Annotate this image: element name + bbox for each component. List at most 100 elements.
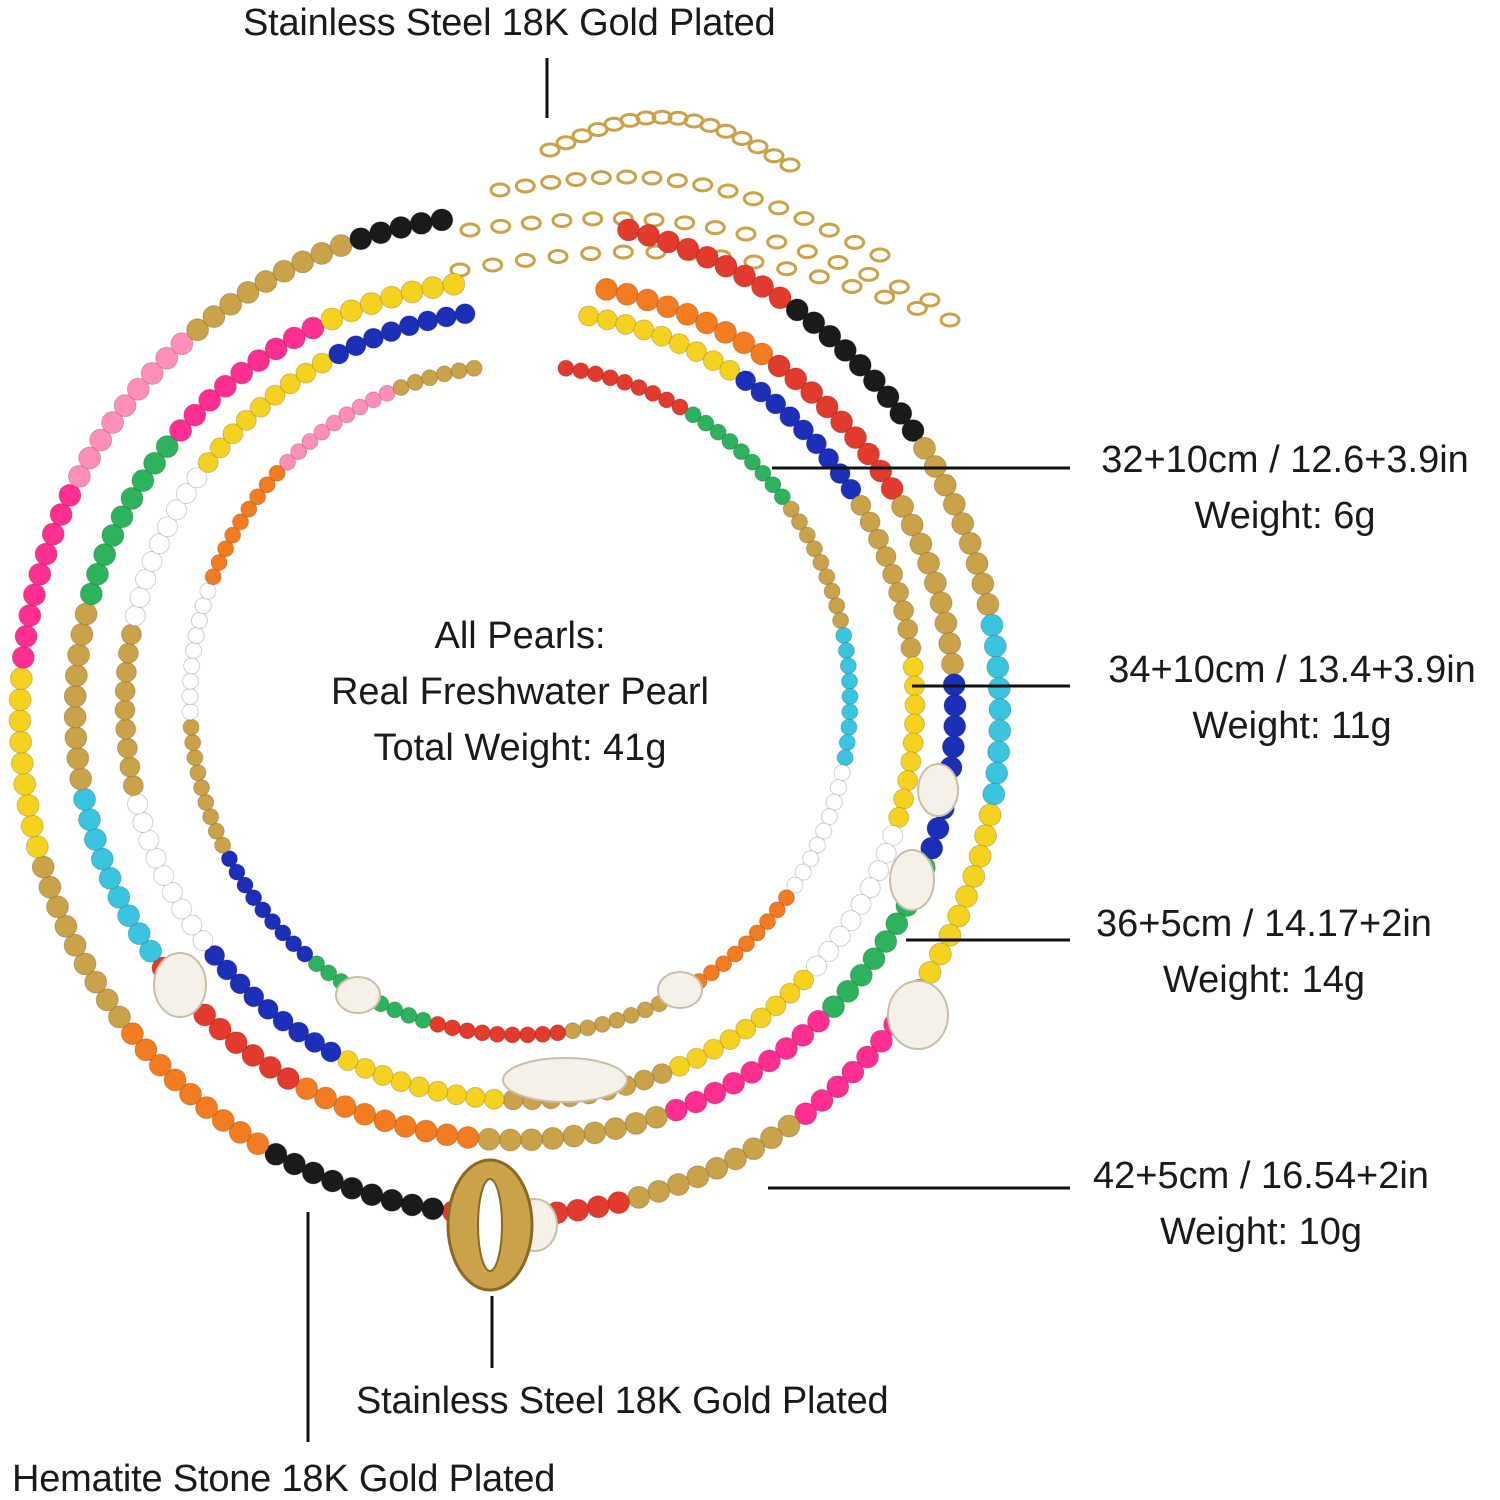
chain-link <box>858 266 880 282</box>
bead <box>301 316 325 340</box>
bead <box>737 935 755 953</box>
chain-link <box>565 172 587 187</box>
bead <box>583 1121 607 1145</box>
bead <box>702 964 720 982</box>
bead <box>636 288 659 312</box>
bead <box>107 885 131 909</box>
bead <box>850 494 872 516</box>
bead <box>807 1009 830 1033</box>
bead <box>815 395 839 419</box>
bead <box>820 808 838 826</box>
chain-link <box>919 292 941 308</box>
bead <box>214 836 232 854</box>
pearl <box>502 1057 628 1103</box>
bead <box>435 1123 459 1147</box>
callout-lines <box>306 58 1070 1442</box>
bead <box>295 1077 319 1101</box>
bead <box>217 540 235 558</box>
bead <box>676 237 700 261</box>
bead <box>78 446 102 470</box>
bead <box>456 1126 480 1149</box>
bead <box>101 411 125 434</box>
bead <box>181 688 199 705</box>
bead <box>34 542 58 566</box>
bead <box>110 505 134 529</box>
bead <box>885 912 909 936</box>
bead <box>301 433 319 450</box>
bead <box>595 277 618 301</box>
bead <box>325 414 343 432</box>
pearl <box>657 971 703 1009</box>
bead <box>615 282 639 306</box>
bead <box>58 483 82 507</box>
chain-link <box>766 234 788 250</box>
bead <box>791 1023 815 1047</box>
bead <box>893 788 915 810</box>
bead <box>473 1024 491 1042</box>
bead <box>859 511 881 533</box>
spec-weight: Weight: 6g <box>1194 495 1376 537</box>
bead <box>70 622 94 646</box>
bead <box>982 782 1006 806</box>
bead <box>333 1095 357 1119</box>
bead <box>986 655 1010 679</box>
bead <box>768 901 786 919</box>
bead <box>971 572 995 596</box>
spec-size: 42+5cm / 16.54+2in <box>1093 1155 1429 1197</box>
bead <box>675 302 699 326</box>
bead <box>245 889 263 907</box>
bead <box>566 1198 590 1222</box>
bead <box>272 259 296 283</box>
bead <box>224 526 242 544</box>
bead <box>101 523 125 547</box>
bead <box>686 341 707 363</box>
bead <box>288 1021 310 1043</box>
bead <box>962 864 986 888</box>
bead <box>9 667 33 690</box>
bead <box>74 602 98 626</box>
bead <box>249 488 267 506</box>
bead <box>965 552 989 575</box>
bead <box>806 955 827 977</box>
bead <box>488 1025 506 1043</box>
bead <box>208 1017 232 1041</box>
bead <box>120 623 142 645</box>
bead <box>754 464 772 482</box>
chain-link <box>818 222 840 238</box>
bead <box>279 453 297 471</box>
bead <box>362 327 384 349</box>
bead <box>126 377 150 401</box>
bead <box>697 414 715 432</box>
bead <box>254 270 278 293</box>
bead <box>389 216 413 239</box>
bead <box>733 264 756 288</box>
bead <box>393 1114 417 1138</box>
bead <box>308 955 325 973</box>
bead <box>161 881 183 903</box>
bead <box>644 1105 668 1129</box>
chain-link <box>616 169 638 185</box>
bead <box>204 945 226 966</box>
bead <box>198 388 222 412</box>
bead <box>25 835 49 859</box>
bead <box>95 988 119 1012</box>
bead <box>644 384 662 402</box>
bead <box>380 1188 404 1212</box>
bead <box>249 396 271 418</box>
bead <box>686 1165 710 1189</box>
bead <box>169 419 193 442</box>
bead <box>888 581 910 603</box>
bead <box>792 419 814 441</box>
bead <box>826 1075 850 1099</box>
bead <box>216 959 238 981</box>
bead <box>735 1018 757 1040</box>
bead <box>63 705 87 729</box>
bead <box>360 1183 384 1207</box>
cowrie-shell-pendant <box>446 1158 534 1292</box>
bead <box>985 761 1009 785</box>
bead <box>726 945 744 963</box>
bead <box>928 942 952 966</box>
bead <box>836 979 860 1003</box>
bead <box>777 889 795 907</box>
bead <box>498 1128 522 1152</box>
